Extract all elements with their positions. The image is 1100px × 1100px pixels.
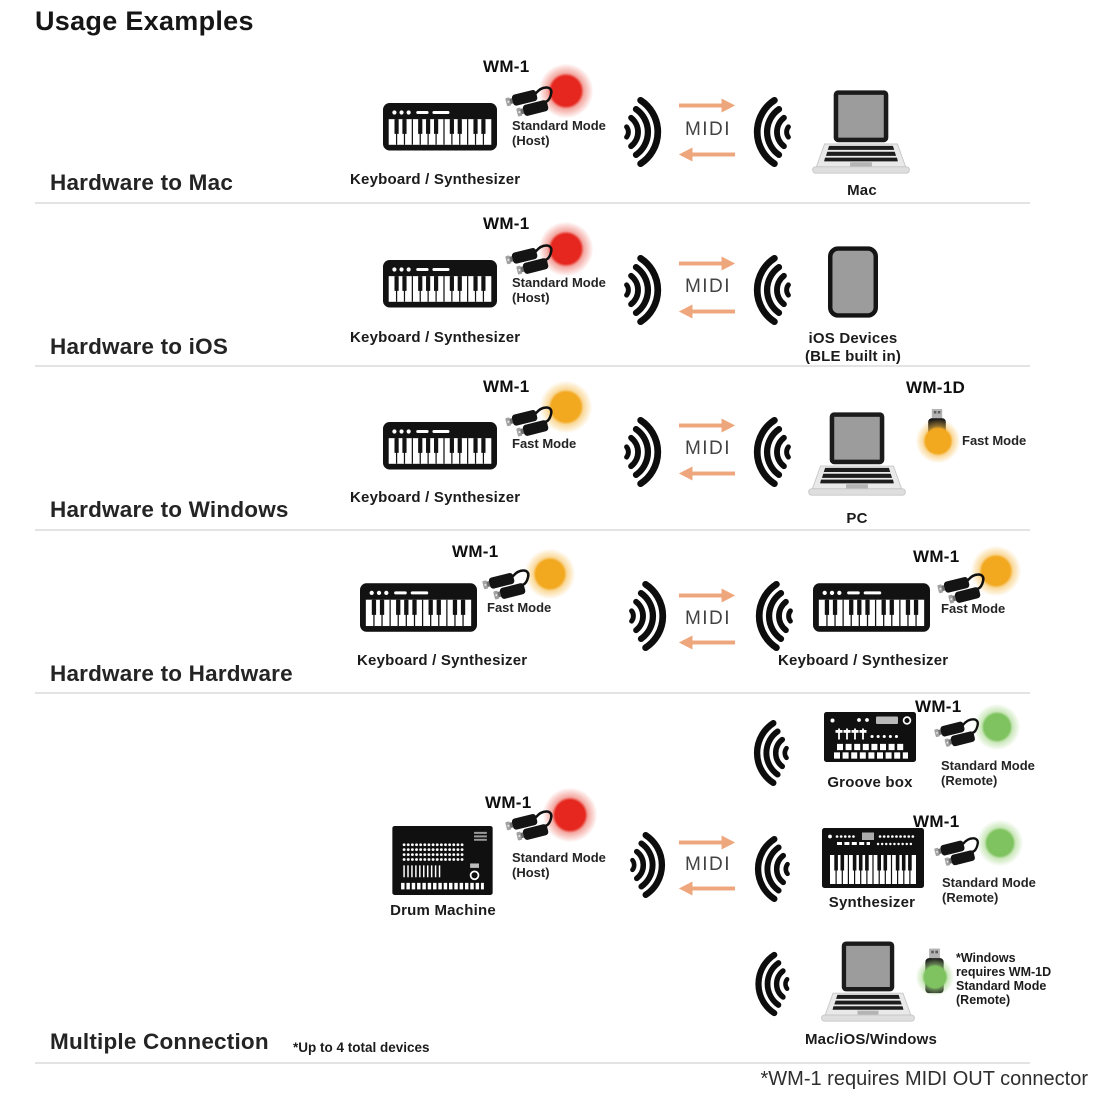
mode-label: Standard Mode (Host)	[512, 275, 606, 305]
midi-label: MIDI	[684, 608, 732, 629]
midi-arrow-right-icon	[678, 588, 736, 603]
wireless-waves-icon	[751, 830, 794, 908]
dongle-mode-label: Fast Mode	[962, 433, 1027, 448]
keyboard-icon	[360, 583, 477, 632]
source-caption: Keyboard / Synthesizer	[350, 171, 521, 188]
groove-box-icon	[824, 712, 916, 762]
wm1-adapter-icon	[932, 834, 986, 873]
wireless-waves-icon	[625, 574, 670, 658]
section-divider	[35, 1062, 1030, 1064]
laptop-icon	[810, 90, 912, 178]
target-caption: iOS Devices (BLE built in)	[804, 330, 902, 365]
wireless-waves-icon	[750, 410, 795, 494]
wm1-label: WM-1	[913, 812, 960, 831]
wireless-waves-icon	[620, 410, 665, 494]
mode-label: Fast Mode	[941, 601, 1006, 616]
wireless-waves-icon	[625, 826, 670, 904]
mode-label: Fast Mode	[487, 600, 552, 615]
drum-machine-icon	[392, 826, 493, 895]
wm1-label: WM-1	[913, 547, 960, 566]
wm1-adapter-icon	[932, 715, 986, 754]
multiple-connection-note: *Up to 4 total devices	[293, 1040, 430, 1055]
mode-label: Standard Mode (Host)	[512, 850, 606, 880]
wm1-label: WM-1	[483, 214, 530, 233]
section-divider	[35, 529, 1030, 531]
midi-arrow-left-icon	[678, 147, 736, 162]
midi-label: MIDI	[684, 119, 732, 140]
midi-arrow-left-icon	[678, 304, 736, 319]
wireless-waves-icon	[620, 90, 665, 174]
wireless-waves-icon	[750, 90, 795, 174]
keyboard-icon	[383, 422, 497, 470]
led-indicator-yellow	[525, 549, 575, 599]
section-divider	[35, 365, 1030, 367]
windows-requirement-note: *Windows requires WM-1D Standard Mode (R…	[956, 951, 1052, 1007]
section-label-hardware-to-hardware: Hardware to Hardware	[50, 661, 293, 686]
wm1d-label: WM-1D	[906, 378, 966, 397]
section-label-hardware-to-mac: Hardware to Mac	[50, 170, 234, 195]
midi-label: MIDI	[684, 438, 732, 459]
mode-label: Fast Mode	[512, 436, 577, 451]
groove-box-caption: Groove box	[827, 774, 913, 791]
midi-arrow-left-icon	[678, 466, 736, 481]
wm1-label: WM-1	[915, 697, 962, 716]
tablet-icon	[828, 245, 878, 319]
section-label-hardware-to-windows: Hardware to Windows	[50, 497, 289, 522]
midi-label: MIDI	[684, 854, 732, 875]
led-indicator-green	[974, 704, 1020, 750]
target-caption: PC	[846, 510, 868, 527]
drum-machine-caption: Drum Machine	[390, 902, 496, 919]
midi-arrow-left-icon	[678, 635, 736, 650]
page-title: Usage Examples	[35, 6, 254, 36]
mode-label: Standard Mode (Remote)	[941, 758, 1035, 788]
source-caption: Keyboard / Synthesizer	[350, 329, 521, 346]
wm1-adapter-icon	[503, 807, 560, 848]
wireless-waves-icon	[620, 248, 665, 332]
midi-arrow-right-icon	[678, 835, 736, 850]
wm1-label: WM-1	[483, 57, 530, 76]
mode-label: Standard Mode (Remote)	[942, 875, 1036, 905]
synthesizer-icon	[822, 828, 924, 888]
laptop-icon	[806, 412, 908, 500]
wireless-waves-icon	[751, 946, 794, 1022]
section-divider	[35, 202, 1030, 204]
target-caption: Keyboard / Synthesizer	[778, 652, 949, 669]
wm1-label: WM-1	[485, 793, 532, 812]
synthesizer-caption: Synthesizer	[828, 894, 916, 911]
section-label-hardware-to-ios: Hardware to iOS	[50, 334, 229, 359]
wm1-label: WM-1	[452, 542, 499, 561]
midi-arrow-left-icon	[678, 881, 736, 896]
wm1-label: WM-1	[483, 377, 530, 396]
wireless-waves-icon	[752, 574, 797, 658]
keyboard-icon	[383, 103, 497, 151]
source-caption: Keyboard / Synthesizer	[350, 489, 521, 506]
target-caption: Mac	[847, 182, 877, 199]
laptop-caption: Mac/iOS/Windows	[804, 1031, 938, 1048]
led-indicator-yellow	[916, 419, 960, 463]
section-label-multiple-connection: Multiple Connection	[50, 1029, 269, 1054]
laptop-icon	[819, 941, 917, 1026]
led-indicator-green	[916, 958, 954, 996]
midi-label: MIDI	[684, 276, 732, 297]
mode-label: Standard Mode (Host)	[512, 118, 606, 148]
led-indicator-green	[977, 820, 1023, 866]
footnote: *WM-1 requires MIDI OUT connector	[760, 1068, 1089, 1090]
midi-arrow-right-icon	[678, 98, 736, 113]
wireless-waves-icon	[750, 714, 793, 792]
midi-arrow-right-icon	[678, 256, 736, 271]
keyboard-icon	[383, 260, 497, 308]
midi-arrow-right-icon	[678, 418, 736, 433]
section-divider	[35, 692, 1030, 694]
keyboard-icon	[813, 583, 930, 632]
source-caption: Keyboard / Synthesizer	[357, 652, 528, 669]
wireless-waves-icon	[750, 248, 795, 332]
